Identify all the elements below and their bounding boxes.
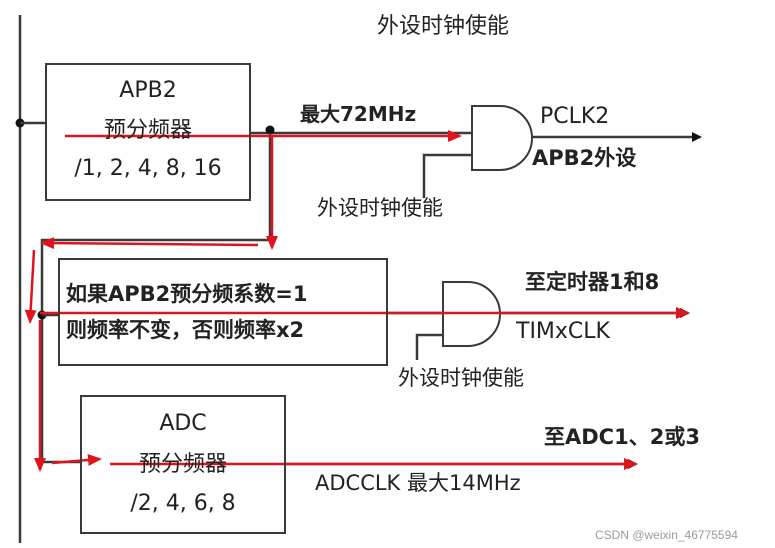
timer-enable-label: 外设时钟使能: [398, 366, 524, 390]
apb2-junction-dot: [265, 125, 275, 135]
adc-target-label: 至ADC1、2或3: [544, 425, 700, 449]
apb2-prescaler-box: APB2 预分频器 /1, 2, 4, 8, 16: [45, 63, 251, 201]
pclk2-label: PCLK2: [540, 104, 610, 129]
adc-title: ADC: [159, 411, 207, 436]
timxclk-label: TIMxCLK: [516, 319, 610, 344]
timer-condition-line2: 则频率不变，否则频率x2: [66, 318, 305, 342]
adcclk-label: ADCCLK 最大14MHz: [315, 471, 521, 495]
adc-subtitle: 预分频器: [138, 452, 227, 477]
adc-prescaler-box: ADC 预分频器 /2, 4, 6, 8: [80, 395, 286, 534]
top-enable-label: 外设时钟使能: [377, 14, 510, 39]
apb2-enable-label: 外设时钟使能: [317, 196, 443, 220]
adc-divisors: /2, 4, 6, 8: [130, 491, 236, 516]
apb2-max-freq-label: 最大72MHz: [300, 102, 417, 126]
timer-condition-line1: 如果APB2预分频系数=1: [66, 282, 308, 306]
and-gate-apb2: [471, 105, 533, 171]
apb2-peripheral-label: APB2外设: [532, 146, 637, 170]
timer-target-label: 至定时器1和8: [525, 270, 660, 294]
apb2-title: APB2: [119, 78, 177, 103]
timer-multiplier-box: 如果APB2预分频系数=1 则频率不变，否则频率x2: [58, 258, 388, 366]
watermark: CSDN @weixin_46775594: [595, 528, 738, 542]
apb2-divisors: /1, 2, 4, 8, 16: [74, 156, 222, 181]
apb2-subtitle: 预分频器: [103, 118, 192, 143]
